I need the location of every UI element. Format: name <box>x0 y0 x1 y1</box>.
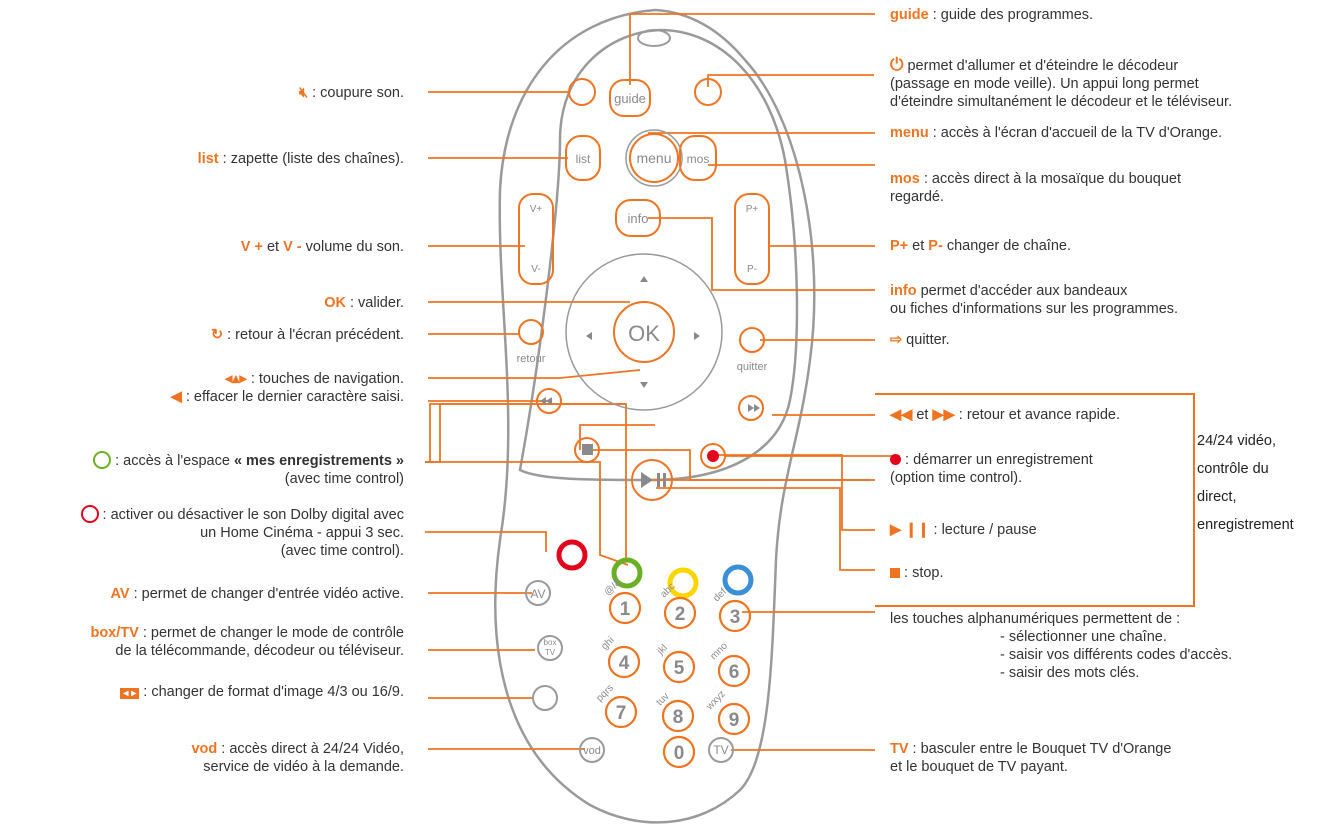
key-box: box <box>544 638 557 647</box>
letters-7: pqrs <box>594 683 616 705</box>
digit-6: 6 <box>729 662 740 683</box>
digit-5: 5 <box>674 658 685 679</box>
key-mos: mos <box>687 152 710 166</box>
letters-2: abc <box>658 581 677 600</box>
remote-inner-outline <box>518 28 799 482</box>
annotation-alphanumeric: les touches alphanumériques permettent d… <box>890 611 1233 681</box>
power-icon: ⏻ <box>890 55 904 74</box>
digit-9: 9 <box>729 710 740 731</box>
key-menu: menu <box>636 150 671 166</box>
side-label-1: 24/24 vidéo, <box>1197 433 1277 449</box>
letters-1: @/& <box>602 576 624 598</box>
digit-0: 0 <box>674 743 685 764</box>
annotation-box: box/TV : permet de changer le mode de co… <box>90 625 404 659</box>
key-retour: retour <box>517 353 546 365</box>
annotation-record: : démarrer un enregistrement (option tim… <box>890 452 1093 486</box>
annotation-list: list : zapette (liste des chaînes). <box>197 151 404 167</box>
annotation-nav: ◂▴▸ : touches de navigation. ◀ : effacer… <box>170 371 404 405</box>
annotation-av: AV : permet de changer d'entrée vidéo ac… <box>110 586 404 602</box>
annotation-menu: menu : accès à l'écran d'accueil de la T… <box>890 125 1223 141</box>
annotation-guide: guide : guide des programmes. <box>890 7 1094 23</box>
key-vod: vod <box>583 745 601 757</box>
remote-outline <box>494 8 816 824</box>
digit-1: 1 <box>620 599 631 620</box>
digit-7: 7 <box>616 703 627 724</box>
stop-icon <box>890 568 900 578</box>
side-label-4: enregistrement <box>1197 517 1294 533</box>
quit-icon: ⇨ <box>890 332 903 348</box>
retour-icon: ↻ <box>210 327 224 343</box>
annotation-volume: V + et V - volume du son. <box>240 239 404 255</box>
key-vminus: V- <box>531 264 540 275</box>
recording-section-bracket <box>875 393 1195 607</box>
annotation-ok: OK : valider. <box>324 295 404 311</box>
record-icon <box>890 454 901 465</box>
key-info: info <box>628 211 649 226</box>
annotation-format: ◂ ▸ : changer de format d'image 4/3 ou 1… <box>120 683 404 703</box>
key-guide: guide <box>614 91 646 106</box>
key-pplus: P+ <box>746 204 759 215</box>
navigation-arrows-icon: ◂▴▸ <box>224 371 247 387</box>
digit-8: 8 <box>673 707 684 728</box>
annotation-info: info permet d'accéder aux bandeaux ou fi… <box>890 283 1179 317</box>
digit-3: 3 <box>730 607 741 628</box>
key-vplus: V+ <box>530 204 543 215</box>
key-tv: TV <box>713 743 728 757</box>
side-label-2: contrôle du <box>1197 461 1269 477</box>
green-ring-icon <box>93 451 112 469</box>
annotation-stop: : stop. <box>890 564 944 582</box>
format-icon: ◂ ▸ <box>120 688 140 699</box>
annotation-green-key: : accès à l'espace « mes enregistrements… <box>93 451 404 488</box>
rewind-icon: ◀◀ <box>890 407 913 423</box>
play-pause-icon: ▶ ❙❙ <box>890 522 930 538</box>
annotation-red-key: : activer ou désactiver le son Dolby dig… <box>80 505 404 560</box>
annotation-play: ▶ ❙❙ : lecture / pause <box>890 522 1037 538</box>
annotation-tv: TV : basculer entre le Bouquet TV d'Oran… <box>890 741 1172 775</box>
back-arrow-icon: ◀ <box>170 389 182 405</box>
key-list: list <box>576 152 591 166</box>
annotation-channel: P+ et P- changer de chaîne. <box>890 238 1071 254</box>
annotation-vod: vod : accès direct à 24/24 Vidéo, servic… <box>191 741 404 775</box>
key-quitter: quitter <box>737 361 768 373</box>
digit-2: 2 <box>675 604 686 625</box>
annotation-mute: 🔇︎ : coupure son. <box>298 85 404 101</box>
mute-icon: 🔇︎ <box>298 85 309 101</box>
annotation-power: ⏻ permet d'allumer et d'éteindre le déco… <box>890 55 1233 111</box>
letters-8: tuv <box>654 691 671 708</box>
side-label-3: direct, <box>1197 489 1237 505</box>
letters-5: jkl <box>655 643 670 658</box>
digit-4: 4 <box>619 653 630 674</box>
annotation-retour: ↻ : retour à l'écran précédent. <box>210 327 404 343</box>
letters-9: wxyz <box>704 689 728 713</box>
key-box-tv: TV <box>545 648 556 657</box>
key-av: AV <box>530 587 545 601</box>
annotation-mos: mos : accès direct à la mosaïque du bouq… <box>890 171 1181 205</box>
key-pminus: P- <box>747 264 757 275</box>
fast-forward-icon: ▶▶ <box>932 407 955 423</box>
annotation-quit: ⇨ quitter. <box>890 332 950 348</box>
key-ok: OK <box>628 321 660 346</box>
red-ring-icon <box>80 505 99 523</box>
annotation-rewind: ◀◀ et ▶▶ : retour et avance rapide. <box>890 407 1121 423</box>
